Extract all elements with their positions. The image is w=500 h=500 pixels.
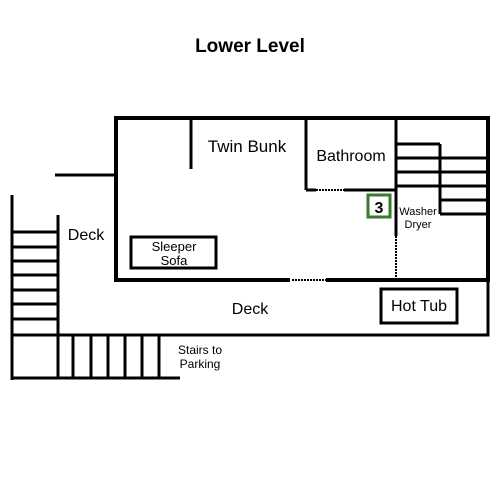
sleeper-sofa	[129, 235, 218, 270]
interior-stairs	[396, 142, 486, 216]
room-marker-box	[366, 193, 392, 219]
label-deck-bottom: Deck	[232, 301, 269, 318]
hot-tub	[379, 287, 459, 325]
label-dryer: Dryer	[405, 219, 432, 231]
label-sleeper: Sleeper	[152, 239, 197, 254]
label-stairs-to: Stairs to	[178, 343, 222, 357]
label-sofa: Sofa	[161, 253, 189, 268]
label-hot-tub: Hot Tub	[391, 298, 447, 315]
left-stairs	[10, 195, 58, 380]
label-bathroom: Bathroom	[316, 148, 385, 165]
label-parking: Parking	[180, 357, 221, 371]
label-deck-left: Deck	[68, 227, 105, 244]
parking-stairs	[12, 333, 180, 380]
label-twin-bunk: Twin Bunk	[208, 137, 287, 156]
room-marker-number: 3	[375, 200, 384, 217]
label-washer: Washer	[399, 206, 437, 218]
plan-title: Lower Level	[195, 36, 305, 57]
